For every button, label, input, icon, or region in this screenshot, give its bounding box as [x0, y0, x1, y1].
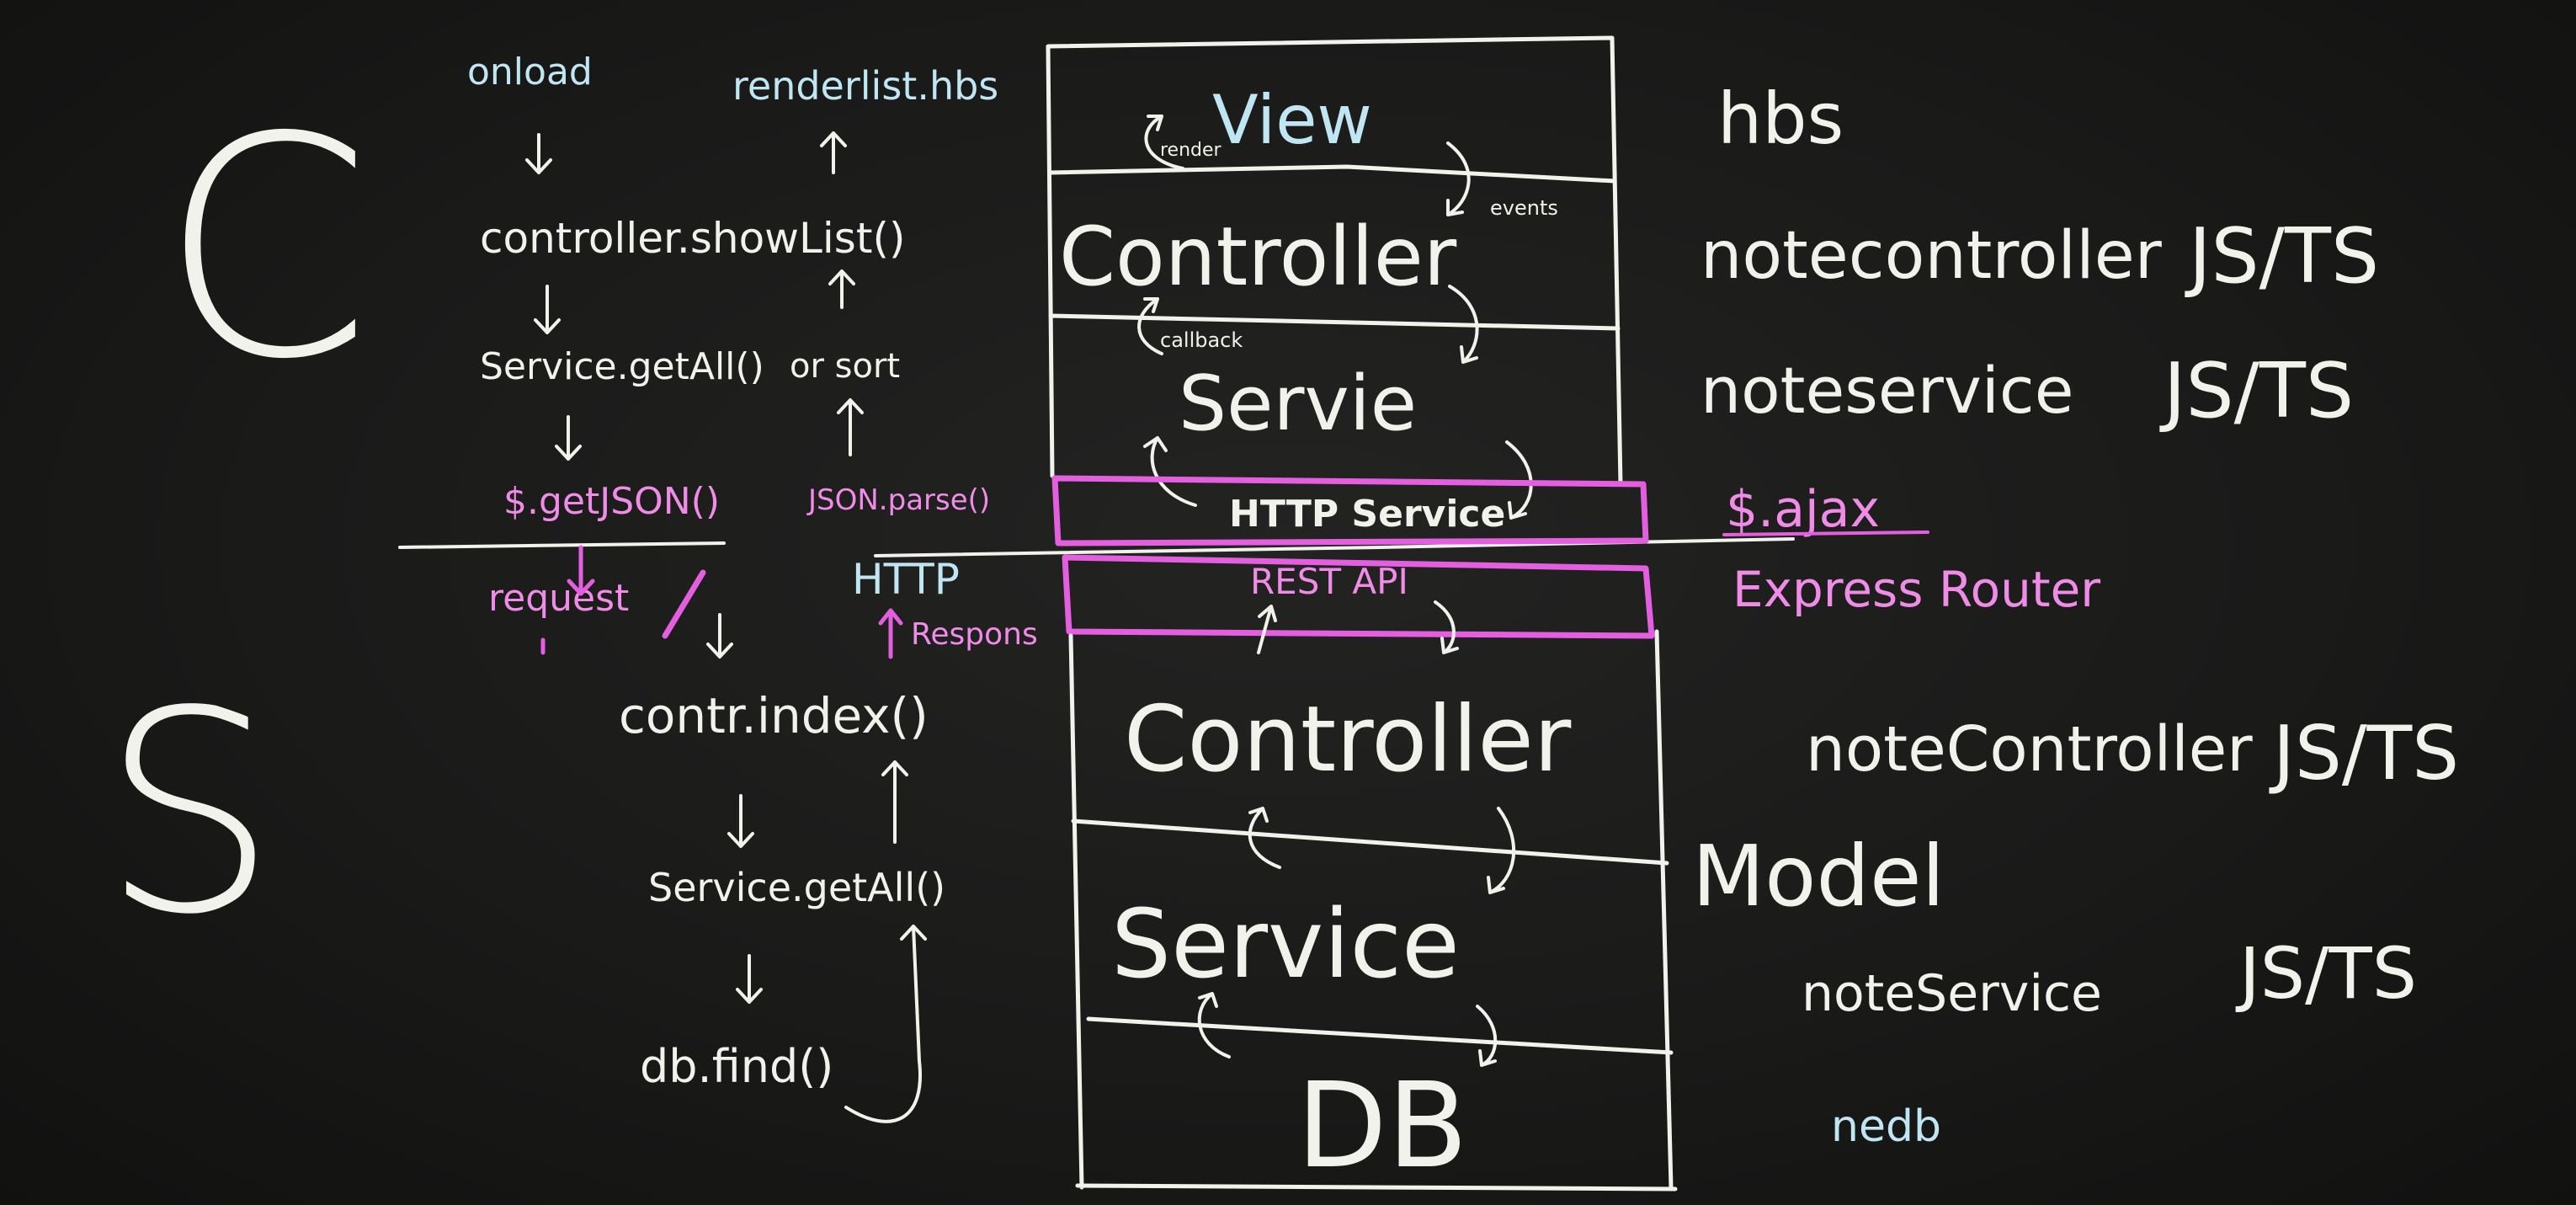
db-label: DB: [1296, 1058, 1468, 1195]
arrow-down-1: [525, 133, 552, 174]
jsts-label-3: JS/TS: [2269, 710, 2459, 797]
server-service-db-divider: [1086, 1016, 1674, 1055]
events-arrow: [1446, 141, 1471, 216]
onload-label: onload: [467, 51, 593, 93]
view-label: View: [1212, 81, 1372, 159]
controller-label: Controller: [1059, 210, 1457, 304]
service-getall-server-label: Service.getAll(): [648, 865, 945, 910]
service-getall-client-label: Service.getAll(): [480, 345, 764, 388]
response-arrow: [878, 608, 903, 659]
rest-api-label: REST API: [1250, 561, 1408, 602]
server-stack-frame: [1068, 629, 1678, 1192]
render-label: render: [1160, 140, 1222, 161]
http-service-box: [1051, 475, 1649, 547]
server-service-label: Service: [1111, 890, 1460, 1000]
server-service-up-arrow: [1197, 992, 1231, 1058]
nedb-label: nedb: [1831, 1101, 1941, 1152]
jsts-label-4: JS/TS: [2235, 932, 2417, 1015]
response-label: Respons: [911, 617, 1038, 652]
server-controller-service-divider: [1071, 818, 1669, 866]
noteService-label: noteService: [1802, 964, 2102, 1023]
db-return-arrow: [844, 925, 927, 1123]
controller-showlist-label: controller.showList(): [480, 214, 905, 263]
arrow-down-2: [534, 285, 561, 334]
rest-down-arrow: [1434, 600, 1459, 654]
client-side-letter: C: [160, 72, 371, 425]
arrow-down-4: [727, 794, 754, 848]
callback-label: callback: [1160, 328, 1243, 352]
model-label: Model: [1692, 827, 1945, 925]
notecontroller-label: notecontroller: [1700, 218, 2163, 294]
down-arrow-to-server: [706, 613, 733, 658]
server-controller-down-arrow: [1487, 807, 1516, 894]
controller-service-divider: [1048, 313, 1621, 331]
renderlist-label: renderlist.hbs: [732, 63, 998, 109]
service-up-arrow: [1143, 436, 1197, 507]
callback-arrow: [1137, 297, 1163, 355]
client-stack-frame: [1046, 35, 1623, 487]
http-label: HTTP: [852, 555, 960, 604]
noteController-label: noteController: [1806, 713, 2253, 786]
sort-label: or sort: [790, 347, 900, 386]
arrow-up-1: [820, 131, 847, 174]
request-arrow: [540, 545, 595, 655]
ajax-underline: [1722, 531, 1929, 536]
getjson-label: $.getJSON(): [503, 480, 720, 523]
events-label: events: [1490, 196, 1558, 220]
client-server-divider: [398, 537, 1795, 557]
rest-api-box: [1062, 554, 1655, 639]
client-service-label: Servie: [1179, 360, 1417, 448]
rest-up-arrow: [1257, 605, 1277, 654]
render-arrow: [1144, 115, 1184, 170]
request-slash: [662, 569, 706, 639]
server-service-down-arrow: [1476, 1005, 1498, 1067]
jsts-label-1: JS/TS: [2185, 212, 2379, 301]
server-side-letter: S: [101, 652, 277, 975]
view-controller-divider: [1047, 164, 1617, 184]
ajax-label: $.ajax: [1726, 480, 1880, 539]
server-controller-up-arrow: [1248, 807, 1281, 869]
express-router-label: Express Router: [1732, 561, 2100, 618]
hbs-label: hbs: [1717, 77, 1844, 160]
request-label: request: [488, 577, 629, 620]
arrow-down-3: [555, 415, 582, 461]
arrow-up-3: [837, 398, 864, 456]
arrow-up-2: [828, 269, 855, 309]
db-find-label: db.find(): [640, 1040, 833, 1093]
server-controller-label: Controller: [1124, 687, 1572, 792]
arrow-down-5: [736, 954, 763, 1004]
noteservice-label: noteservice: [1700, 353, 2073, 428]
contr-index-label: contr.index(): [619, 687, 929, 744]
json-parse-label: JSON.parse(): [806, 483, 990, 517]
arrow-up-4: [881, 760, 908, 844]
controller-to-service-arrow: [1448, 285, 1479, 364]
http-service-label: HTTP Service: [1229, 493, 1505, 536]
jsts-label-2: JS/TS: [2159, 347, 2354, 435]
